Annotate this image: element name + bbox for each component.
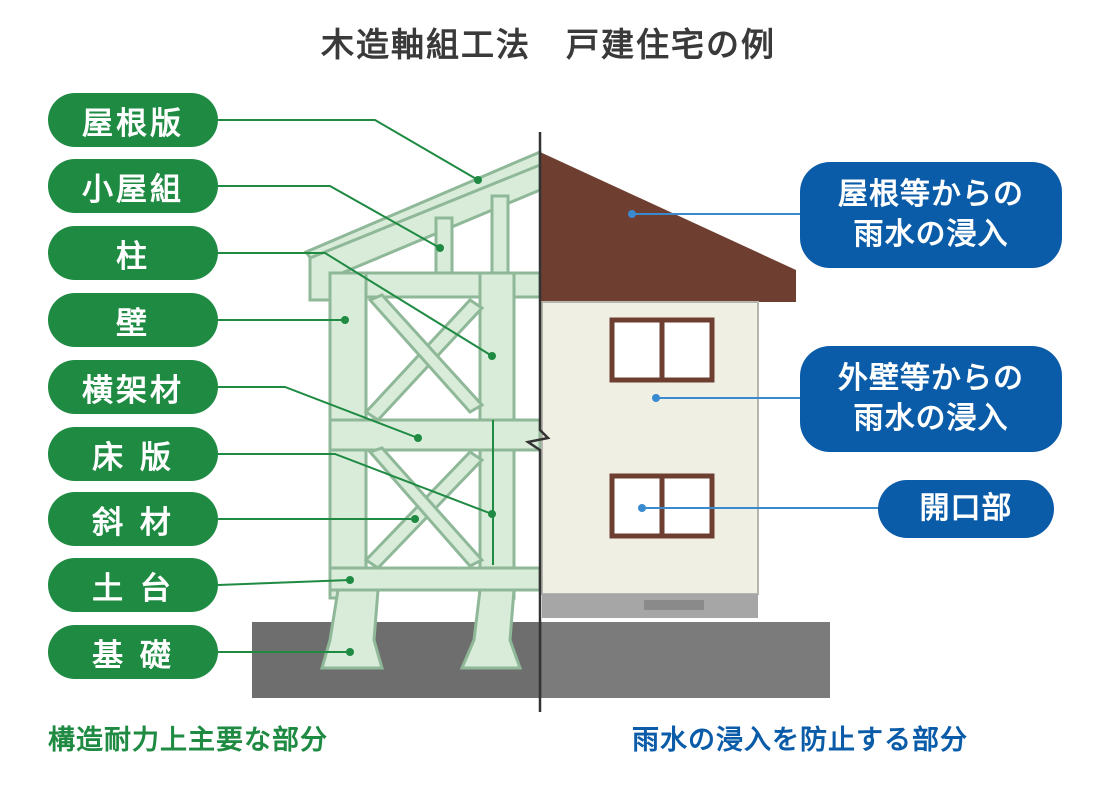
window-lower [609, 473, 715, 539]
window-upper [609, 317, 715, 383]
label-diagonal-member: 斜 材 [48, 492, 218, 546]
foundation-pier-left [320, 588, 384, 670]
label-sill: 土 台 [48, 558, 218, 612]
label-roof-rain: 屋根等からの 雨水の浸入 [800, 162, 1062, 268]
floor-beam [328, 418, 542, 452]
label-opening: 開口部 [878, 480, 1054, 538]
label-foundation: 基 礎 [48, 625, 218, 679]
caption-structural: 構造耐力上主要な部分 [48, 725, 328, 756]
foundation-pier-right [459, 588, 523, 670]
structural-frame [303, 149, 542, 670]
diagram-title: 木造軸組工法 戸建住宅の例 [321, 25, 776, 64]
label-wall: 壁 [48, 293, 218, 347]
label-wall-rain: 外壁等からの 雨水の浸入 [800, 346, 1062, 452]
caption-rain-prevention: 雨水の浸入を防止する部分 [632, 725, 968, 756]
label-roof-truss: 小屋組 [48, 159, 218, 213]
roof-finish [540, 152, 796, 302]
label-floor-board: 床 版 [48, 427, 218, 481]
label-wall-rain-line2: 雨水の浸入 [853, 401, 1009, 436]
ground-slab-right [542, 622, 830, 698]
leader-dots [341, 176, 496, 656]
structural-leaders [217, 119, 493, 653]
rain-leaders [632, 213, 882, 509]
label-roof-rain-line1: 屋根等からの [838, 177, 1024, 212]
label-horizontal-member: 横架材 [48, 360, 218, 414]
label-wall-rain-line1: 外壁等からの [838, 361, 1024, 396]
label-roof-rain-line2: 雨水の浸入 [853, 217, 1009, 252]
divider-line [524, 132, 551, 712]
label-roof-board: 屋根版 [48, 93, 218, 147]
rain-leader-dots [628, 210, 660, 512]
brace-upper-2 [367, 293, 485, 414]
label-post: 柱 [48, 226, 218, 280]
truss-strut [490, 194, 510, 275]
vent [644, 600, 704, 610]
sill [328, 566, 542, 592]
